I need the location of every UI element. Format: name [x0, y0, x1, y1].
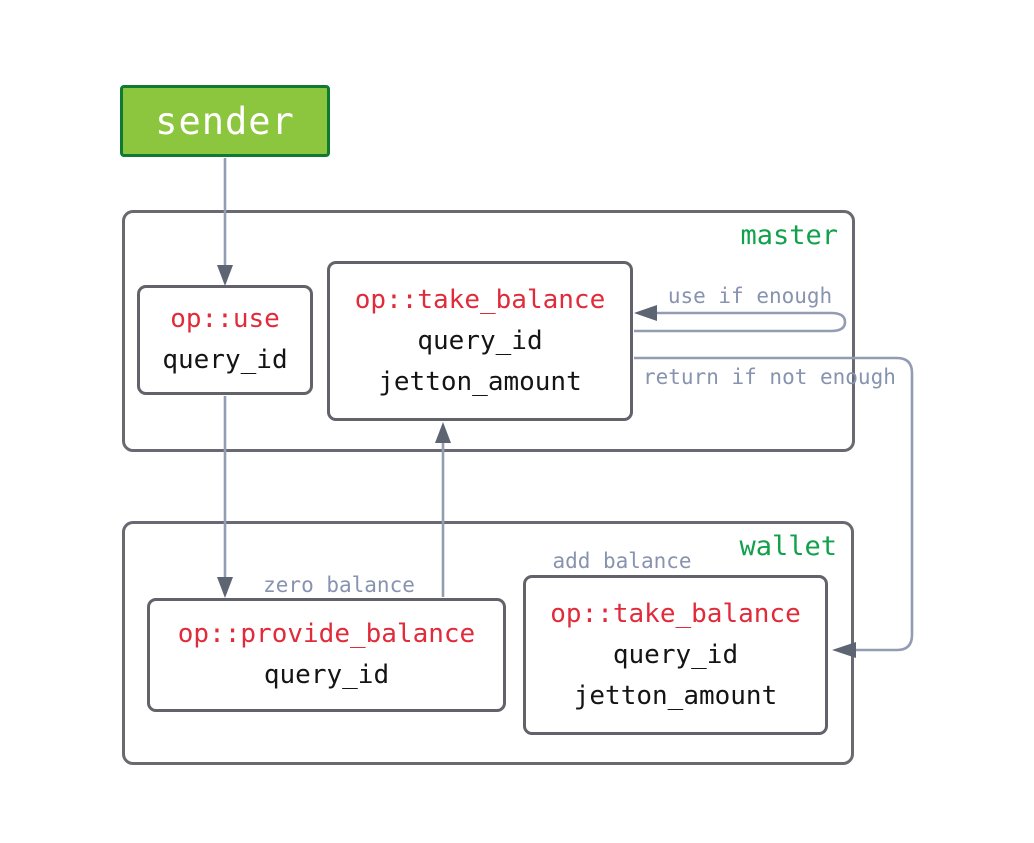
provide-balance-box: op::provide_balance query_id — [147, 598, 506, 712]
wallet-container: wallet op::provide_balance query_id op::… — [122, 521, 854, 765]
sender-label: sender — [155, 99, 295, 143]
wallet-label: wallet — [739, 531, 837, 562]
zero-balance-label: zero balance — [263, 573, 415, 597]
wallet-take-balance-field-query-id: query_id — [612, 639, 739, 670]
add-balance-label: add balance — [552, 549, 692, 573]
op-use-field-query-id: query_id — [162, 345, 288, 375]
master-take-balance-field-query-id: query_id — [417, 325, 543, 356]
use-if-enough-label: use if enough — [667, 284, 833, 308]
master-label: master — [740, 220, 838, 251]
provide-balance-field-query-id: query_id — [263, 660, 390, 690]
master-take-balance-box: op::take_balance query_id jetton_amount — [327, 261, 633, 421]
wallet-take-balance-title: op::take_balance — [550, 598, 801, 629]
master-take-balance-field-jetton-amount: jetton_amount — [378, 366, 582, 397]
wallet-take-balance-field-jetton-amount: jetton_amount — [573, 680, 778, 711]
master-take-balance-title: op::take_balance — [354, 284, 606, 315]
op-use-title: op::use — [170, 304, 280, 334]
sender-node: sender — [120, 85, 330, 157]
provide-balance-title: op::provide_balance — [177, 619, 476, 649]
op-use-box: op::use query_id — [137, 285, 313, 395]
return-if-not-enough-label: return if not enough — [643, 365, 896, 389]
master-container: master op::use query_id op::take_balance… — [122, 210, 855, 452]
wallet-take-balance-box: op::take_balance query_id jetton_amount — [523, 575, 828, 735]
